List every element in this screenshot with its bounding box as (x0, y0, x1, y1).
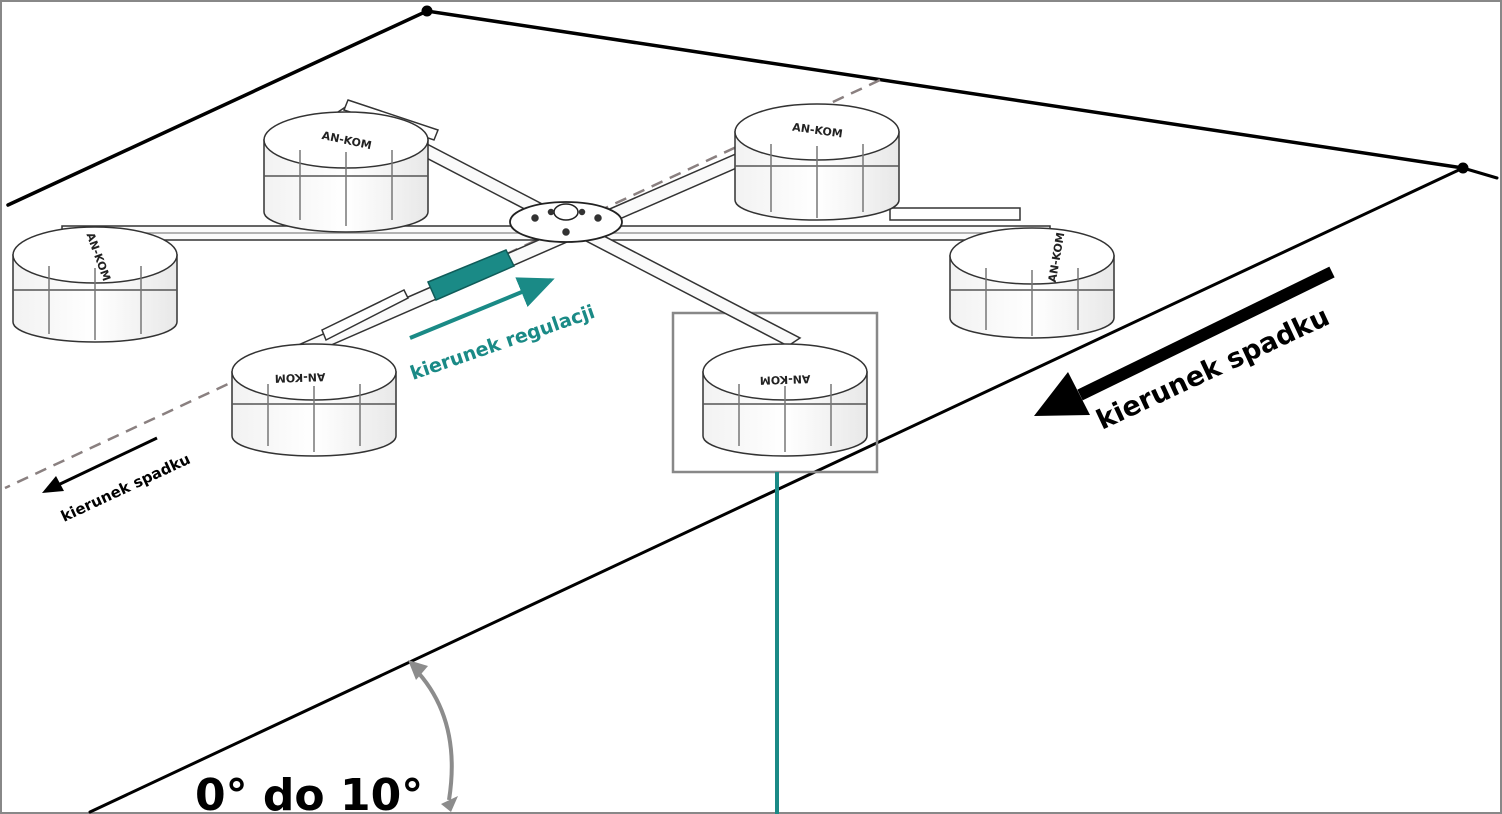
ballast-weight-left (12, 226, 178, 343)
ballast-weight-bottom-left (231, 343, 397, 457)
angle-indicator (408, 660, 458, 812)
brand-mark-bottom-left: AN-KOM (275, 370, 326, 385)
slope-direction-label-small: kierunek spadku (58, 450, 193, 526)
ballast-brand-marks: AN-KOM AN-KOM AN-KOM AN-KOM AN-KOM AN-KO… (84, 121, 1068, 387)
ballast-weight-right (949, 227, 1115, 339)
slope-arrow-small-icon (42, 476, 64, 493)
ballast-weight-top-right (734, 103, 900, 221)
adjustment-direction-label: kierunek regulacji (407, 301, 597, 385)
angle-arc-icon (412, 666, 454, 801)
slope-arrow-large-shaft (1077, 266, 1335, 401)
brand-mark-bottom-center: AN-KOM (760, 372, 811, 387)
angle-range-label: 0° do 10° (195, 770, 423, 814)
detail-callout (671, 311, 879, 814)
slope-direction-indicator-small: kierunek spadku (42, 436, 193, 526)
adjustment-arrow-icon (409, 277, 555, 340)
slope-arrow-small-shaft (57, 436, 158, 487)
support-frame (61, 99, 1051, 357)
ballast-weight-top-left (263, 111, 429, 233)
ballast-weights (12, 103, 1115, 457)
ballast-weight-bottom-center (702, 343, 868, 457)
slope-arrow-large-icon (1034, 372, 1090, 416)
